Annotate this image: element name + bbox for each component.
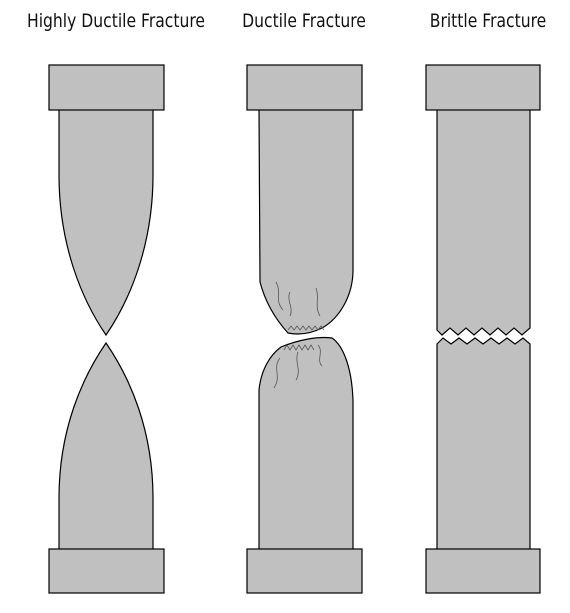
title-highly-ductile: Highly Ductile Fracture — [26, 10, 206, 32]
specimen-ductile — [246, 64, 363, 594]
title-brittle: Brittle Fracture — [429, 10, 547, 32]
upper-cup — [258, 108, 354, 335]
fracture-texture — [273, 281, 325, 389]
top-grip — [425, 64, 541, 111]
bottom-grip — [246, 548, 363, 594]
bottom-grip — [425, 548, 541, 594]
title-ductile: Ductile Fracture — [242, 10, 366, 32]
lower-half — [436, 337, 531, 551]
upper-neck-cone — [58, 108, 154, 337]
lower-cone — [258, 336, 354, 551]
upper-half — [436, 108, 531, 336]
top-grip — [246, 64, 363, 111]
specimen-highly-ductile — [48, 64, 165, 594]
specimen-brittle — [425, 64, 541, 594]
top-grip — [48, 64, 165, 111]
lower-neck-cone — [58, 341, 154, 551]
bottom-grip — [48, 548, 165, 594]
